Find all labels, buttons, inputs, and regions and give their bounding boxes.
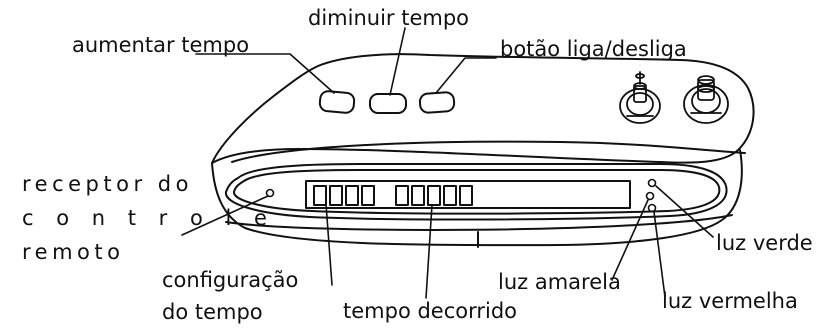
display-bezel-inner [233, 169, 721, 215]
leader-configuracao [325, 203, 333, 286]
label-configuracao-line2: do tempo [162, 300, 263, 324]
leader-receptor [181, 195, 269, 236]
yellow-light [645, 191, 655, 201]
elapsed-time-digits [395, 185, 473, 206]
connector-right [683, 75, 729, 124]
lcd-window [305, 180, 631, 209]
label-luz-vermelha: luz vermelha [662, 289, 798, 313]
leader-diminuir [389, 27, 406, 96]
label-luz-amarela: luz amarela [498, 270, 621, 294]
leader-botao [435, 57, 497, 94]
label-receptor-line1: receptor do [22, 172, 193, 196]
leader-tempo-decorrido [425, 204, 433, 299]
remote-receptor [265, 188, 275, 198]
leader-lines [181, 27, 714, 299]
label-aumentar-tempo: aumentar tempo [72, 33, 250, 57]
leader-luz-amarela [611, 199, 649, 281]
lower-edge [225, 214, 733, 231]
connector-left [619, 71, 661, 124]
label-diminuir-tempo: diminuir tempo [308, 6, 470, 30]
decrease-time-button [369, 93, 407, 114]
label-luz-verde: luz verde [716, 231, 813, 255]
label-configuracao-line1: configuração [162, 268, 299, 292]
leader-luz-verde [655, 185, 714, 238]
leader-aumentar [195, 53, 335, 94]
front-rim [211, 149, 743, 247]
power-button [418, 91, 456, 114]
label-botao-liga-desliga: botão liga/desliga [500, 37, 687, 61]
increase-time-button [318, 90, 356, 114]
red-light [647, 203, 657, 213]
leader-luz-vermelha [653, 211, 666, 298]
display-bezel-outer [225, 163, 728, 221]
green-light [647, 178, 657, 188]
label-tempo-decorrido: tempo decorrido [343, 299, 518, 323]
label-receptor-line3: remoto [22, 240, 125, 264]
device-body-outline [211, 53, 755, 164]
time-setting-digits [313, 185, 375, 206]
label-receptor-line2: c o n t r o l e [22, 206, 275, 230]
body-inner-line [231, 140, 746, 163]
